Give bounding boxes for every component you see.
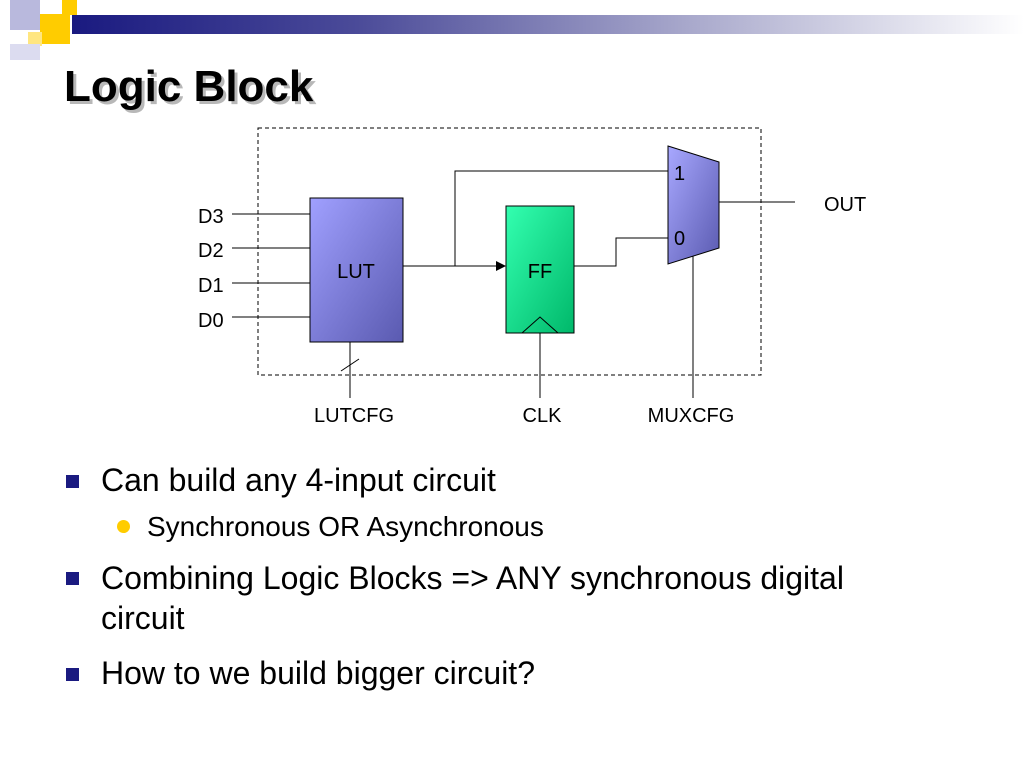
bus-slash: [340, 358, 360, 372]
clock-triangle: [521, 316, 559, 334]
lutcfg-label: LUTCFG: [314, 405, 394, 427]
bullet-marker-dot: [117, 520, 130, 533]
muxcfg-label: MUXCFG: [648, 405, 735, 427]
bullet-marker-square: [66, 668, 79, 681]
wire-ff-to-mux-0: [574, 237, 668, 267]
input-label-d3: D3: [198, 206, 224, 228]
slide-title: Logic Block: [64, 62, 314, 111]
corner-square-blue: [10, 0, 40, 30]
mux-input-0-label: 0: [674, 228, 685, 250]
lut-block: [309, 197, 404, 343]
header-gradient-bar: [72, 15, 1024, 34]
bullet-item: Combining Logic Blocks => ANY synchronou…: [101, 560, 844, 636]
corner-square-gold: [40, 14, 70, 44]
logic-block-boundary: [257, 127, 762, 376]
arrowhead-to-ff: [496, 261, 506, 271]
bullet-item: How to we build bigger circuit?: [101, 655, 535, 691]
corner-square-light: [28, 32, 42, 46]
input-label-d2: D2: [198, 240, 224, 262]
mux-input-1-label: 1: [674, 163, 685, 185]
wire-bypass-to-mux-1: [454, 170, 668, 266]
lut-label: LUT: [337, 261, 375, 283]
corner-square-lavender: [10, 44, 40, 60]
clk-label: CLK: [523, 405, 563, 427]
corner-square-gold-top: [62, 0, 77, 15]
ff-block: [505, 205, 575, 334]
bullet-marker-square: [66, 475, 79, 488]
sub-bullet-item: Synchronous OR Asynchronous: [147, 511, 544, 542]
input-label-d0: D0: [198, 310, 224, 332]
mux-block: [667, 145, 720, 265]
bullet-item: Can build any 4-input circuit: [101, 462, 496, 498]
output-label: OUT: [824, 194, 866, 216]
bullet-marker-square: [66, 572, 79, 585]
input-label-d1: D1: [198, 275, 224, 297]
ff-label: FF: [528, 261, 552, 283]
